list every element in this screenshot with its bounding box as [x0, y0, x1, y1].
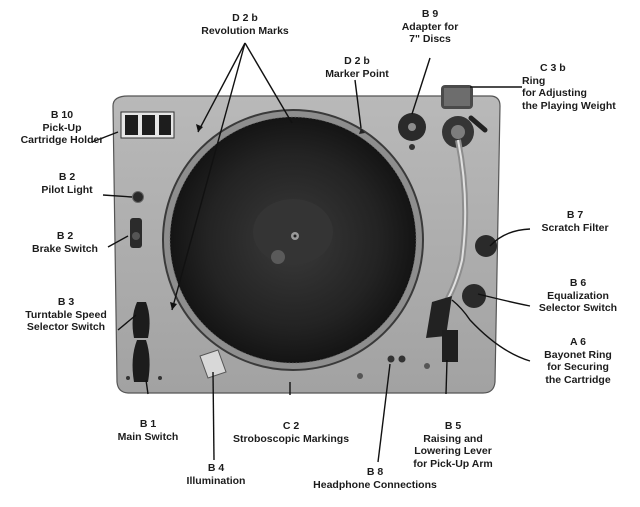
label-text: Adapter for — [401, 20, 459, 33]
scratch-filter-knob — [475, 235, 497, 257]
label-speed-selector: B 3 Turntable Speed Selector Switch — [14, 296, 118, 334]
speed-selector-knob — [132, 302, 150, 338]
label-text: Turntable Speed — [25, 308, 107, 321]
label-text: Revolution Marks — [201, 24, 289, 37]
equalization-knob — [462, 284, 486, 308]
label-code: C 3 b — [540, 62, 566, 74]
label-headphone-connections: B 8 Headphone Connections — [300, 466, 450, 491]
label-scratch-filter: B 7 Scratch Filter — [530, 209, 620, 234]
label-raising-lever: B 5 Raising and Lowering Lever for Pick-… — [400, 420, 506, 470]
label-illumination: B 4 Illumination — [176, 462, 256, 487]
label-text: the Playing Weight — [522, 99, 616, 112]
label-playing-weight-ring: C 3 b Ring for Adjusting the Playing Wei… — [522, 62, 637, 112]
raising-lever — [442, 330, 458, 362]
label-text: Scratch Filter — [541, 221, 609, 234]
label-code: D 2 b — [232, 12, 258, 24]
cartridge-holder — [120, 111, 175, 139]
label-text: Selector Switch — [26, 321, 106, 333]
label-code: B 5 — [444, 420, 462, 432]
label-text: Equalization — [547, 289, 609, 302]
label-main-switch: B 1 Main Switch — [108, 418, 188, 443]
label-text: the Cartridge — [545, 373, 611, 386]
label-cartridge-holder: B 10 Pick-Up Cartridge Holder — [10, 109, 114, 147]
label-stroboscopic: C 2 Stroboscopic Markings — [226, 420, 356, 445]
label-text: Cartridge Holder — [20, 134, 104, 146]
label-text: Illumination — [186, 474, 246, 487]
label-code: B 7 — [566, 209, 584, 221]
label-brake-switch: B 2 Brake Switch — [20, 230, 110, 255]
pilot-light — [132, 191, 144, 203]
label-text: Stroboscopic Markings — [232, 432, 350, 445]
label-text: Selector Switch — [538, 302, 618, 314]
label-code: B 2 — [56, 230, 74, 242]
label-code: B 3 — [57, 296, 75, 308]
label-pilot-light: B 2 Pilot Light — [30, 171, 104, 196]
label-code: B 8 — [366, 466, 384, 478]
main-switch-knob — [132, 340, 150, 382]
label-text: Ring — [522, 74, 546, 87]
label-code: C 2 — [282, 420, 300, 432]
label-code: B 2 — [58, 171, 76, 183]
label-code: B 6 — [569, 277, 587, 289]
headphone-jack — [387, 355, 395, 363]
label-text: for Pick-Up Arm — [413, 457, 493, 470]
label-text: Bayonet Ring — [544, 348, 612, 361]
label-bayonet-ring: A 6 Bayonet Ring for Securing the Cartri… — [528, 336, 628, 386]
label-adapter: B 9 Adapter for 7" Discs — [388, 8, 472, 46]
label-text: Headphone Connections — [313, 478, 437, 491]
label-code: A 6 — [570, 336, 586, 348]
label-text: Pilot Light — [41, 183, 93, 196]
label-code: D 2 b — [344, 55, 370, 67]
label-revolution-marks: D 2 b Revolution Marks — [200, 12, 290, 37]
label-text: Pick-Up — [42, 121, 82, 134]
label-text: Brake Switch — [32, 242, 98, 255]
label-text: for Adjusting — [522, 87, 587, 99]
illumination-lamp — [199, 349, 227, 379]
leader-lines — [91, 42, 531, 463]
label-code: B 9 — [421, 8, 439, 20]
label-text: Lowering Lever — [414, 445, 492, 457]
label-code: B 1 — [139, 418, 157, 430]
label-text: Raising and — [423, 432, 483, 445]
label-text: Main Switch — [117, 430, 179, 443]
label-text: for Securing — [547, 361, 609, 373]
label-code: B 4 — [207, 462, 225, 474]
label-marker-point: D 2 b Marker Point — [312, 55, 402, 80]
label-code: B 10 — [50, 109, 74, 121]
label-text: Marker Point — [325, 67, 389, 80]
label-text: 7" Discs — [409, 33, 451, 45]
label-equalization: B 6 Equalization Selector Switch — [528, 277, 628, 315]
tone-arm — [426, 85, 488, 338]
